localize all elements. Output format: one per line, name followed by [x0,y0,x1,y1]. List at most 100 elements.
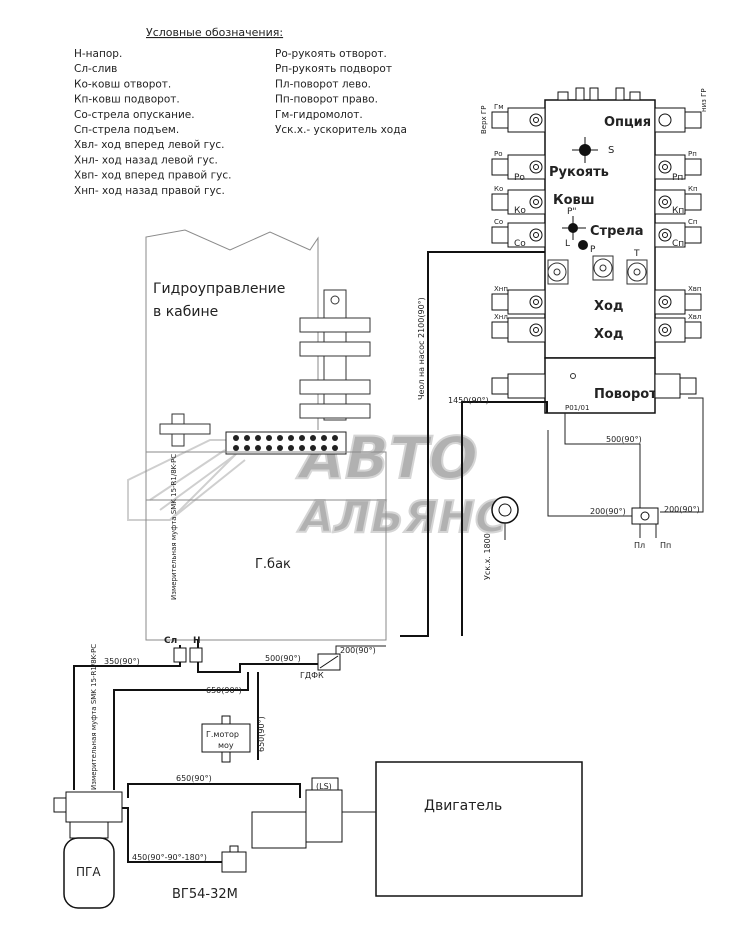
legend-item: Пл-поворот лево. [275,78,371,90]
coupling-label-upper: Измерительная муфта SMK 15-R1/8K-PC [170,454,178,600]
left-fitting: Хнп [491,285,546,315]
hose-label-500-tank: 500(90°) [265,654,301,663]
hose-label-650c: 650(90°) [176,774,212,783]
valve-section-travel-2: Ход [594,327,623,342]
legend-item: Хвп- ход вперед правой гус. [74,170,231,182]
right-port-label: Рп [688,150,697,158]
motor-label-line2: моу [218,741,234,750]
label-gdf: ГДФК [300,671,324,680]
hydraulic-motor: Г.мотор моу [201,715,251,763]
valve-top-left-label: Верх ГР [480,106,488,134]
right-inner-label: Рп [672,173,683,183]
connector-pin [233,435,239,441]
left-port-label: Со [494,218,503,226]
hose-label-200-right: 200(90°) [664,505,700,514]
valve-flange-circles [547,255,648,379]
connector-pin [332,445,338,451]
right-fitting: Хвл [654,313,702,343]
connector-pin [266,445,272,451]
connector-pin [310,435,316,441]
hose-label-200-left: 200(90°) [590,507,626,516]
label-sl: Сл [164,636,177,646]
connector-pin [299,435,305,441]
right-fitting: Сп [654,218,702,248]
port-s-label: S [608,145,614,156]
connector-pin [310,445,316,451]
port-p-label: P [590,245,596,255]
left-port-label: Ко [494,185,503,193]
valve-section-arm: Рукоять [549,165,609,180]
joystick [159,413,211,447]
legend-item: Ко-ковш отворот. [74,78,171,90]
connector-pin [233,445,239,451]
connector-pin [277,445,283,451]
connector-pin [288,445,294,451]
motor-label-line1: Г.мотор [206,730,239,739]
connector-pin [266,435,272,441]
watermark-logo [127,439,253,521]
hydraulic-tank: Г.бак Измерительная муфта SMK 15-R1/8K-P… [145,451,387,641]
left-inner-label: Со [514,239,526,249]
left-fitting: Хнл [491,313,546,343]
valve-section-boom: Стрела [590,224,644,239]
tank-label: Г.бак [255,557,291,572]
travel-accelerator [491,496,519,524]
valve-top-right-label: низ ГР [700,88,708,112]
legend-column-2: Ро-рукоять отворот. Рп-рукоять подворотПл… [275,48,407,136]
cabin-label-line1: Гидроуправление [153,281,285,297]
legend-item: Хвл- ход вперед левой гус. [74,139,224,151]
connector-pin [321,435,327,441]
legend-item: Н-напор. [74,48,122,60]
legend-item: Хнл- ход назад левой гус. [74,154,218,166]
label-pp: Пп [660,541,671,550]
hose-label-500-valve: 500(90°) [606,435,642,444]
valve-section-swing: Поворот [594,387,657,402]
hose-label-650a: 650(90°) [206,686,242,695]
connector-pin [255,445,261,451]
pedal-block [299,289,371,421]
hose-label-200-tank: 200(90°) [340,646,376,655]
right-port-label: Кп [688,185,698,193]
swing-splitter [631,507,659,525]
right-inner-label: Кп [672,206,684,216]
cabin-label-line2: в кабине [153,304,218,320]
legend: Условные обозначения: Н-напор.Сл-сливКо-… [74,26,407,197]
ls-label: (LS) [316,782,332,791]
connector-pin [299,445,305,451]
swing-fittings [491,373,697,399]
connector-strip [225,431,347,455]
legend-item: Со-стрела опускание. [74,109,195,121]
connector-pin [244,435,250,441]
legend-item: Сп-стрела подъем. [74,124,179,136]
left-fitting: Ро [491,150,546,180]
connector-pin [288,435,294,441]
connector-pin [321,445,327,451]
right-fitting: Хвп [654,285,702,315]
hose-label-450: 450(90°-90°-180°) [132,853,207,862]
port-code-label: Р01/01 [565,404,589,412]
left-port-label: Хнп [494,285,508,293]
left-port-label: Ро [494,150,503,158]
legend-item: Ро-рукоять отворот. [275,48,387,60]
left-port-label: Гм [494,103,504,111]
right-port-label: Сп [688,218,697,226]
legend-item: Рп-рукоять подворот [275,63,392,75]
legend-item: Хнп- ход назад правой гус. [74,185,225,197]
port-p-marker-2 [578,240,588,250]
engine-label: Двигатель [424,798,502,814]
connector-pin [332,435,338,441]
bg54-valve: ВГ54-32М [172,845,247,902]
legend-item: Уск.х.- ускоритель хода [275,124,407,136]
left-fitting: Ко [491,185,546,215]
bg54-label: ВГ54-32М [172,887,238,902]
right-fitting: Рп [654,150,702,180]
valve-section-travel-1: Ход [594,299,623,314]
valve-section-option: Опция [604,115,651,130]
hose-label-to-pump: Чеол на насос 2100(90°) [417,297,426,400]
tank-fittings: Сл Н ГДФК [164,636,341,680]
right-fitting-option [654,107,702,133]
pga-label: ПГА [76,865,101,879]
left-port-label: Хнл [494,313,508,321]
